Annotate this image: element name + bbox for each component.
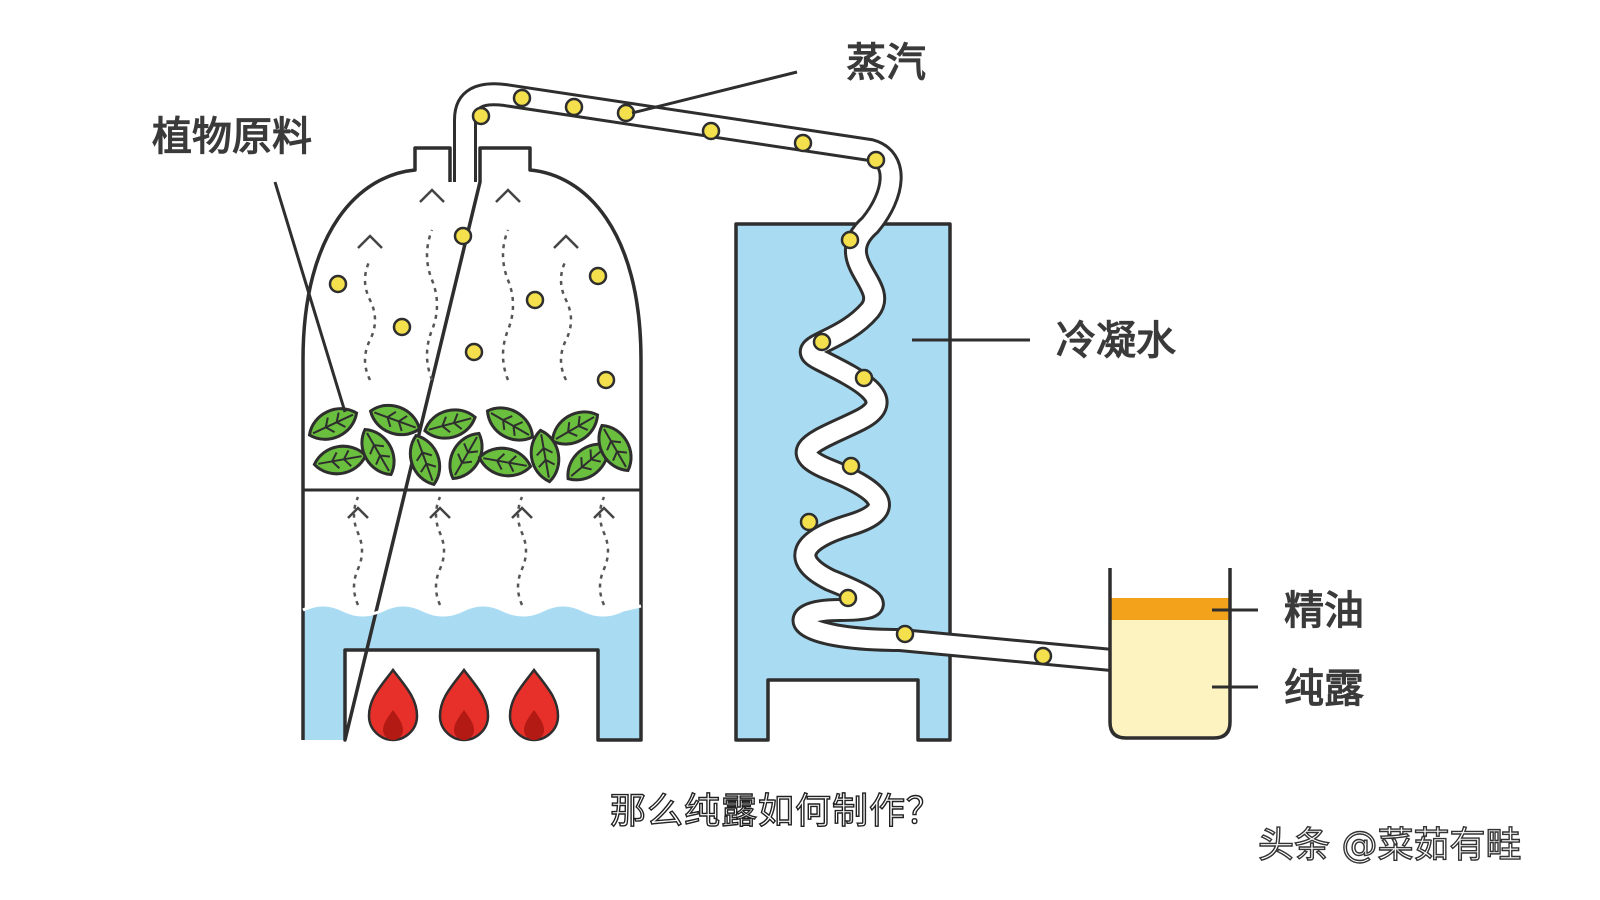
- label-steam: 蒸汽: [846, 40, 926, 86]
- plant-leaves: [302, 396, 642, 491]
- flames: [367, 668, 560, 742]
- hydrosol-layer: [1110, 620, 1230, 738]
- label-essential-oil: 精油: [1284, 588, 1364, 634]
- boiling-water: [303, 605, 641, 740]
- steam-droplets-inside: [328, 155, 616, 390]
- steam-arrows-lower: [352, 496, 610, 606]
- label-plant-material: 植物原料: [152, 114, 312, 160]
- leader-lines: [273, 70, 1258, 689]
- distiller: [301, 146, 643, 742]
- essential-oil-layer: [1110, 598, 1230, 620]
- watermark: 头条 @菜茹有畦: [1257, 824, 1522, 866]
- distiller-body: [301, 146, 643, 742]
- label-hydrosol: 纯露: [1284, 666, 1365, 712]
- label-condensing-water: 冷凝水: [1056, 318, 1177, 364]
- steam-droplets-pipe: [471, 88, 1053, 666]
- collection-beaker: [1108, 568, 1232, 740]
- subtitle-caption: 那么纯露如何制作？: [609, 790, 944, 832]
- steam-arrows-upper: [363, 229, 573, 381]
- steam-pipe: [453, 82, 1114, 672]
